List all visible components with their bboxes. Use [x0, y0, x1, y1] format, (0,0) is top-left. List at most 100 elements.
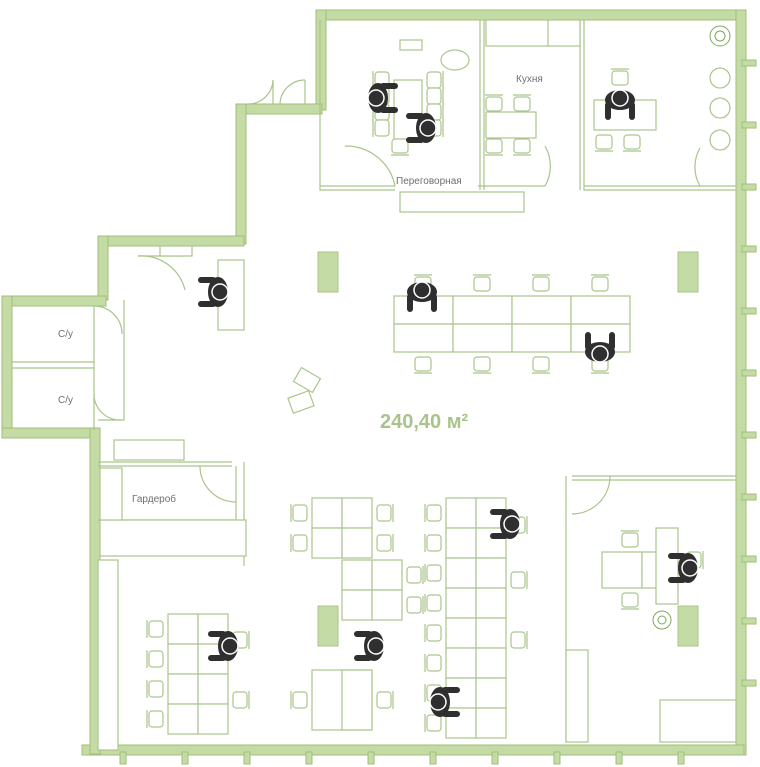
- shelf: [399, 39, 423, 51]
- desk: [393, 323, 454, 353]
- chair-icon: [406, 566, 424, 584]
- armchair-icon: [440, 49, 470, 71]
- chair-icon: [146, 710, 164, 728]
- window-mark: [243, 751, 251, 765]
- room-label-kitchen: Кухня: [516, 74, 543, 85]
- chair-icon: [595, 134, 613, 152]
- chair-icon: [513, 138, 531, 156]
- desk: [511, 295, 572, 325]
- armchair-icon: [709, 67, 731, 89]
- chair-icon: [591, 274, 609, 292]
- room-label-meeting: Переговорная: [396, 176, 462, 187]
- window-mark: [741, 183, 757, 191]
- desk: [475, 617, 507, 649]
- desk: [601, 551, 643, 589]
- person-icon: [354, 631, 385, 661]
- desk: [475, 677, 507, 709]
- window-mark: [553, 751, 561, 765]
- chair-icon: [473, 274, 491, 292]
- desk: [371, 559, 403, 591]
- chair-icon: [376, 504, 394, 522]
- window-mark: [119, 751, 127, 765]
- desk: [475, 707, 507, 739]
- chair-icon: [232, 691, 250, 709]
- desk: [341, 527, 373, 559]
- desk: [445, 497, 477, 529]
- desk: [197, 673, 229, 705]
- chair-icon: [414, 356, 432, 374]
- chair-icon: [623, 134, 641, 152]
- person-icon: [429, 687, 460, 717]
- chair-icon: [376, 534, 394, 552]
- plant-icon: [652, 25, 731, 630]
- chair-icon: [424, 654, 442, 672]
- chair-icon: [424, 594, 442, 612]
- chair-icon: [485, 94, 503, 112]
- desk: [452, 323, 513, 353]
- desk: [341, 559, 373, 591]
- window-mark: [305, 751, 313, 765]
- desk: [167, 673, 199, 705]
- window-mark: [741, 369, 757, 377]
- desk: [341, 669, 373, 731]
- chair-icon: [426, 87, 444, 105]
- chair-icon: [611, 68, 629, 86]
- window-mark: [181, 751, 189, 765]
- chair-icon: [532, 356, 550, 374]
- person-icon: [407, 281, 437, 312]
- desk: [485, 111, 537, 139]
- person-icon: [406, 113, 437, 143]
- desk: [167, 613, 199, 645]
- chair-icon: [290, 534, 308, 552]
- desk: [341, 589, 373, 621]
- armchair-icon: [287, 389, 315, 415]
- cabinet: [677, 605, 699, 647]
- desk: [311, 527, 343, 559]
- desk: [445, 587, 477, 619]
- chair-icon: [621, 592, 639, 610]
- person-icon: [208, 631, 239, 661]
- chair-icon: [391, 138, 409, 156]
- window-mark: [741, 493, 757, 501]
- room-label-wc-2: С/у: [58, 395, 73, 406]
- window-mark: [367, 751, 375, 765]
- room-label-wc-1: С/у: [58, 329, 73, 340]
- people: [198, 83, 699, 717]
- person-icon: [198, 277, 229, 307]
- desk: [475, 527, 507, 559]
- chair-icon: [146, 680, 164, 698]
- window-mark: [741, 245, 757, 253]
- desk: [655, 527, 679, 605]
- window-mark: [741, 555, 757, 563]
- window-mark: [615, 751, 623, 765]
- chair-icon: [424, 714, 442, 732]
- person-icon: [585, 332, 615, 363]
- window-mark: [741, 431, 757, 439]
- person-icon: [605, 89, 635, 120]
- chair-icon: [426, 71, 444, 89]
- window-mark: [741, 121, 757, 129]
- desk: [475, 557, 507, 589]
- chair-icon: [532, 274, 550, 292]
- chair-icon: [290, 504, 308, 522]
- chair-icon: [621, 530, 639, 548]
- room-label-wardrobe: Гардероб: [132, 493, 176, 505]
- chair-icon: [290, 691, 308, 709]
- desk: [445, 527, 477, 559]
- chair-icon: [406, 596, 424, 614]
- desk: [475, 647, 507, 679]
- armchair-icon: [292, 366, 322, 394]
- window-mark: [429, 751, 437, 765]
- chair-icon: [510, 631, 528, 649]
- desk: [445, 617, 477, 649]
- desk: [570, 323, 631, 353]
- desk: [197, 703, 229, 735]
- person-icon: [668, 553, 699, 583]
- person-icon: [490, 509, 521, 539]
- window-mark: [741, 679, 757, 687]
- desk: [445, 557, 477, 589]
- window-mark: [741, 59, 757, 67]
- chair-icon: [146, 650, 164, 668]
- furniture: [146, 39, 731, 739]
